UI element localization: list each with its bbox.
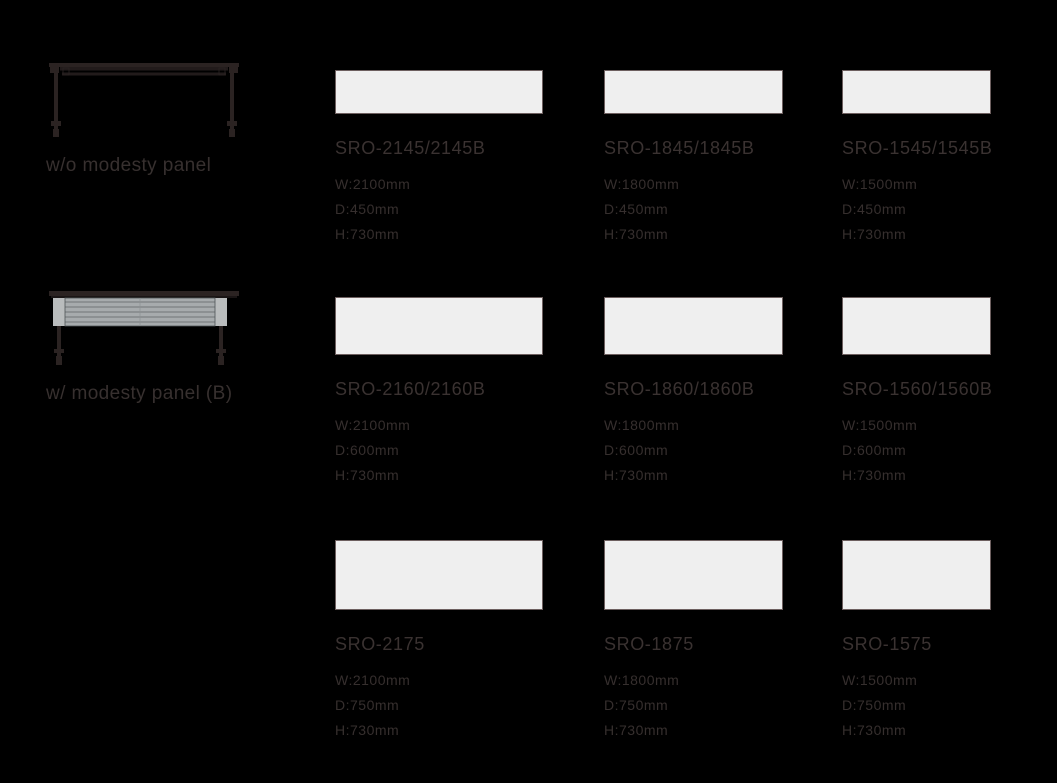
product-depth: D:600mm <box>842 442 907 458</box>
product-depth: D:750mm <box>604 697 669 713</box>
product-card[interactable]: SRO-1875 W:1800mm D:750mm H:730mm <box>604 540 786 738</box>
product-card[interactable]: SRO-2160/2160B W:2100mm D:600mm H:730mm <box>335 297 545 483</box>
product-card[interactable]: SRO-1860/1860B W:1800mm D:600mm H:730mm <box>604 297 786 483</box>
product-width: W:1500mm <box>842 176 918 192</box>
product-depth: D:600mm <box>604 442 669 458</box>
product-name: SRO-1560/1560B <box>842 379 993 399</box>
product-name: SRO-2145/2145B <box>335 138 486 158</box>
product-name: SRO-1860/1860B <box>604 379 755 399</box>
product-card[interactable]: SRO-1845/1845B W:1800mm D:450mm H:730mm <box>604 70 786 242</box>
product-name: SRO-1575 <box>842 634 932 654</box>
product-height: H:730mm <box>842 467 907 483</box>
product-width: W:2100mm <box>335 672 411 688</box>
product-height: H:730mm <box>604 467 669 483</box>
product-width: W:1500mm <box>842 417 918 433</box>
product-name: SRO-2160/2160B <box>335 379 486 399</box>
desk-without-modesty-panel-icon <box>49 63 239 137</box>
product-card[interactable]: SRO-2145/2145B W:2100mm D:450mm H:730mm <box>335 70 545 242</box>
product-thumbnail <box>842 297 991 355</box>
product-thumbnail <box>604 540 783 610</box>
variant-caption: w/ modesty panel (B) <box>46 383 233 404</box>
product-depth: D:750mm <box>335 697 400 713</box>
product-name: SRO-1875 <box>604 634 694 654</box>
variant-block-with-modesty-panel: w/ modesty panel (B) <box>46 283 296 406</box>
product-width: W:1800mm <box>604 176 680 192</box>
product-depth: D:450mm <box>842 201 907 217</box>
desk-with-modesty-panel-icon <box>49 291 239 365</box>
product-depth: D:450mm <box>604 201 669 217</box>
product-height: H:730mm <box>335 722 400 738</box>
variant-caption: w/o modesty panel <box>46 155 212 176</box>
product-thumbnail <box>604 297 783 355</box>
product-name: SRO-1845/1845B <box>604 138 755 158</box>
product-width: W:1800mm <box>604 417 680 433</box>
variant-illustration-column: w/o modesty panel <box>0 0 320 783</box>
product-height: H:730mm <box>604 722 669 738</box>
product-height: H:730mm <box>842 226 907 242</box>
variant-block-without-modesty-panel: w/o modesty panel <box>46 55 296 178</box>
product-card[interactable]: SRO-1545/1545B W:1500mm D:450mm H:730mm <box>842 70 994 242</box>
product-thumbnail <box>335 540 543 610</box>
product-width: W:2100mm <box>335 176 411 192</box>
product-depth: D:450mm <box>335 201 400 217</box>
product-depth: D:600mm <box>335 442 400 458</box>
product-height: H:730mm <box>604 226 669 242</box>
product-depth: D:750mm <box>842 697 907 713</box>
product-height: H:730mm <box>335 226 400 242</box>
product-thumbnail <box>604 70 783 114</box>
product-thumbnail <box>842 70 991 114</box>
product-name: SRO-2175 <box>335 634 425 654</box>
product-width: W:1800mm <box>604 672 680 688</box>
product-width: W:1500mm <box>842 672 918 688</box>
product-width: W:2100mm <box>335 417 411 433</box>
product-card[interactable]: SRO-2175 W:2100mm D:750mm H:730mm <box>335 540 545 738</box>
product-card[interactable]: SRO-1575 W:1500mm D:750mm H:730mm <box>842 540 994 738</box>
product-name: SRO-1545/1545B <box>842 138 993 158</box>
product-thumbnail <box>335 297 543 355</box>
product-card[interactable]: SRO-1560/1560B W:1500mm D:600mm H:730mm <box>842 297 994 483</box>
product-height: H:730mm <box>335 467 400 483</box>
product-thumbnail <box>335 70 543 114</box>
product-height: H:730mm <box>842 722 907 738</box>
product-thumbnail <box>842 540 991 610</box>
